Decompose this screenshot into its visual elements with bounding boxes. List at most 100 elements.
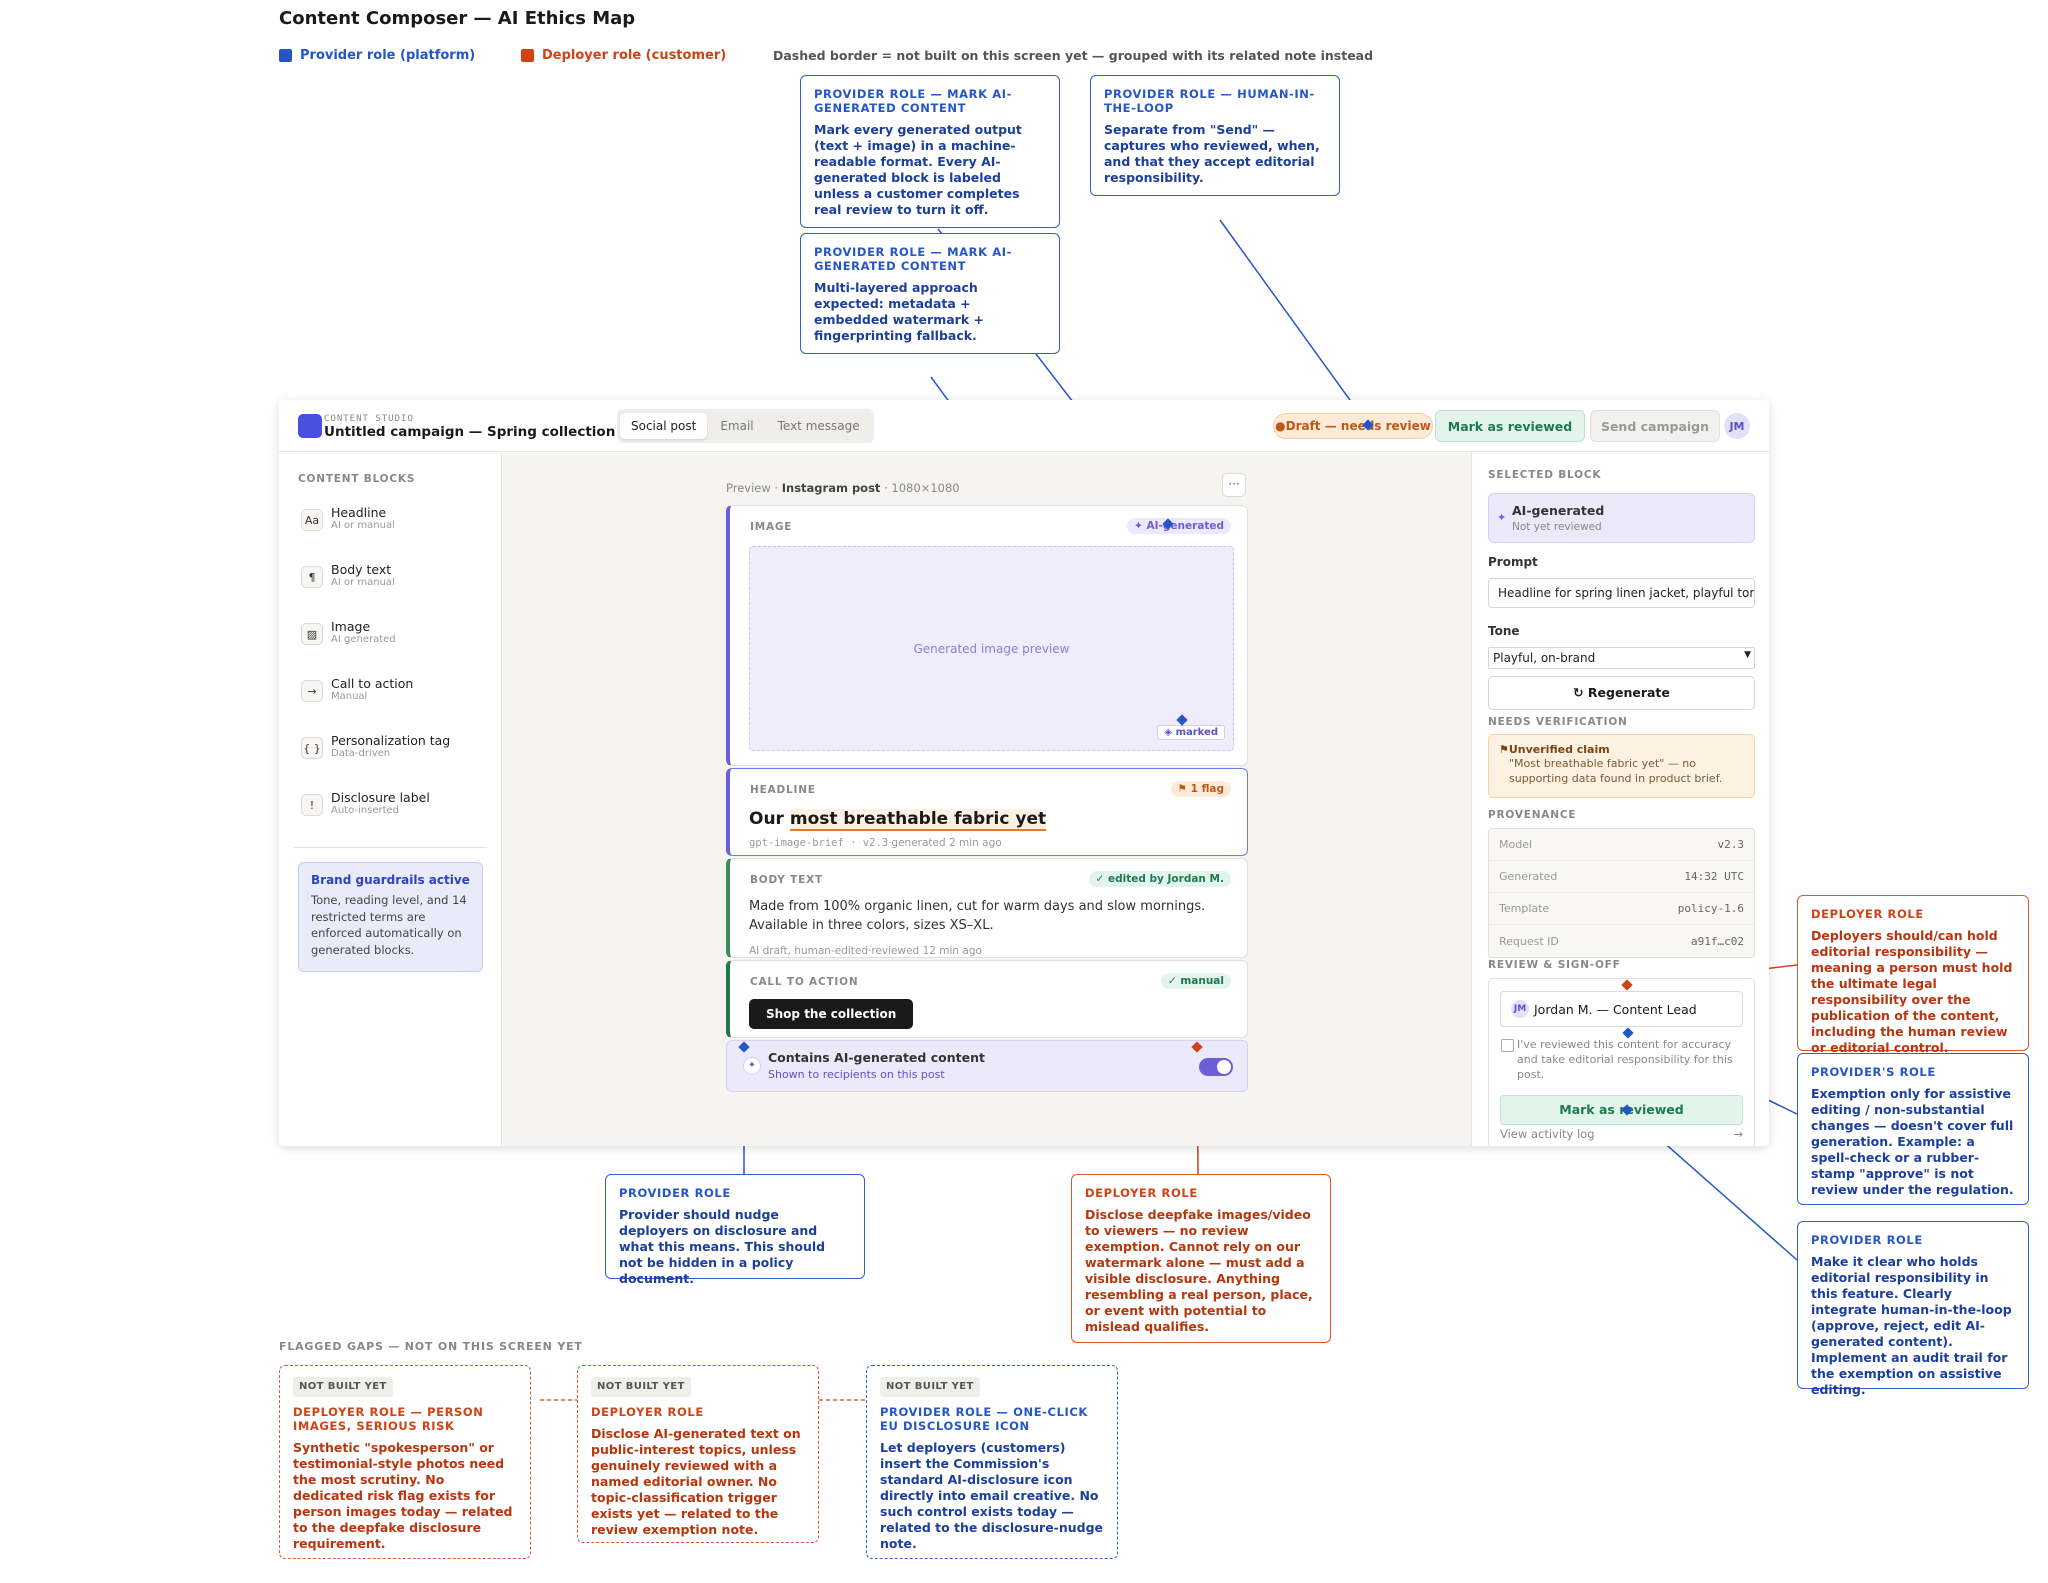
note-heading: DEPLOYER ROLE bbox=[1811, 907, 1924, 921]
shop-collection-button[interactable]: Shop the collection bbox=[749, 999, 914, 1029]
campaign-title[interactable]: Untitled campaign — Spring collection bbox=[324, 424, 616, 440]
page-title: Content Composer — AI Ethics Map bbox=[279, 8, 636, 29]
note-body: Exemption only for assistive editing / n… bbox=[1811, 1086, 2014, 1197]
activity-log-link[interactable]: View activity log→ bbox=[1500, 1127, 1743, 1141]
responsibility-checkbox-label[interactable]: I've reviewed this content for accuracy … bbox=[1517, 1038, 1733, 1081]
note-heading: PROVIDER ROLE — HUMAN-IN-THE-LOOP bbox=[1104, 87, 1315, 115]
block-sub: AI or manual bbox=[331, 520, 395, 531]
legend-deployer-label: Deployer role (customer) bbox=[542, 48, 727, 63]
headline-text[interactable]: Our most breathable fabric yet bbox=[749, 809, 1047, 831]
tab-social-post[interactable]: Social post bbox=[620, 413, 708, 439]
note-heading: PROVIDER ROLE — MARK AI-GENERATED CONTEN… bbox=[814, 245, 1012, 273]
note-body: Multi-layered approach expected: metadat… bbox=[814, 280, 984, 343]
generated-time: ·generated 2 min ago bbox=[888, 837, 1002, 849]
app-window: CONTENT STUDIO Untitled campaign — Sprin… bbox=[279, 400, 1769, 1146]
guardrails-title: Brand guardrails active bbox=[311, 873, 470, 887]
avatar[interactable]: JM bbox=[1724, 413, 1750, 439]
image-placeholder-text: Generated image preview bbox=[913, 642, 1070, 656]
image-block[interactable]: IMAGE ✦ AI-generated Generated image pre… bbox=[726, 505, 1248, 766]
disclosure-toggle[interactable] bbox=[1199, 1058, 1233, 1076]
block-label: CALL TO ACTION bbox=[750, 976, 859, 988]
top-bar: CONTENT STUDIO Untitled campaign — Sprin… bbox=[279, 400, 1769, 452]
deployer-swatch-icon bbox=[521, 49, 534, 62]
tab-text-message[interactable]: Text message bbox=[777, 419, 860, 433]
tone-value: Playful, on-brand bbox=[1493, 651, 1596, 665]
tab-email[interactable]: Email bbox=[720, 419, 754, 433]
inspector-panel: SELECTED BLOCK ✦ AI-generated Not yet re… bbox=[1471, 453, 1769, 1146]
tone-label: Tone bbox=[1488, 624, 1520, 638]
more-options-button[interactable]: ··· bbox=[1222, 473, 1246, 497]
flagged-gaps-heading: FLAGGED GAPS — NOT ON THIS SCREEN YET bbox=[279, 1340, 583, 1353]
text-icon: Aa bbox=[301, 509, 323, 531]
selected-block-heading: SELECTED BLOCK bbox=[1488, 469, 1602, 481]
note-disclosure-nudge: PROVIDER ROLE Provider should nudge depl… bbox=[605, 1174, 865, 1286]
chevron-down-icon: ▼ bbox=[1744, 650, 1751, 660]
block-sub: Manual bbox=[331, 691, 368, 702]
legend-provider: Provider role (platform) bbox=[279, 48, 475, 63]
mark-reviewed-button[interactable]: Mark as reviewed bbox=[1435, 410, 1585, 442]
disclosure-title: Contains AI-generated content bbox=[768, 1050, 985, 1065]
legend-dashed-note: Dashed border = not built on this screen… bbox=[773, 48, 1374, 63]
note-body: Disclose deepfake images/video to viewer… bbox=[1085, 1207, 1313, 1334]
studio-label: CONTENT STUDIO bbox=[324, 414, 414, 424]
legend-deployer: Deployer role (customer) bbox=[521, 48, 726, 63]
preview-caption: Preview · Instagram post · 1080×1080 bbox=[726, 481, 960, 495]
note-deployer-editorial-responsibility: DEPLOYER ROLE Deployers should/can hold … bbox=[1797, 895, 2029, 1055]
selected-status: Not yet reviewed bbox=[1512, 521, 1602, 533]
note-editorial-responsibility-feature: PROVIDER ROLE Make it clear who holds ed… bbox=[1797, 1221, 2029, 1397]
provenance-key: Model bbox=[1499, 838, 1533, 851]
generated-image-preview: Generated image preview ◈ marked bbox=[749, 546, 1234, 751]
note-mark-ai-content: PROVIDER ROLE — MARK AI-GENERATED CONTEN… bbox=[800, 75, 1060, 228]
block-title: Body text bbox=[331, 562, 392, 577]
sparkle-icon: ✦ bbox=[1497, 511, 1507, 524]
unverified-claim-card: ⚑Unverified claim "Most breathable fabri… bbox=[1488, 734, 1755, 798]
responsibility-checkbox[interactable] bbox=[1501, 1039, 1514, 1052]
note-human-in-the-loop: PROVIDER ROLE — HUMAN-IN-THE-LOOP Separa… bbox=[1090, 75, 1340, 196]
tone-select[interactable]: Playful, on-brand ▼ bbox=[1488, 647, 1755, 669]
brand-guardrails-card: Brand guardrails active Tone, reading le… bbox=[298, 862, 483, 972]
block-sub: AI or manual bbox=[331, 577, 395, 588]
panel-mark-reviewed-button[interactable]: Mark as reviewed bbox=[1500, 1095, 1743, 1125]
review-signoff-heading: REVIEW & SIGN-OFF bbox=[1488, 959, 1621, 971]
note-deepfake-disclosure: DEPLOYER ROLE Disclose deepfake images/v… bbox=[1071, 1174, 1331, 1343]
provenance-value: 14:32 UTC bbox=[1684, 870, 1744, 883]
body-text[interactable]: Made from 100% organic linen, cut for wa… bbox=[749, 899, 1206, 933]
ai-generated-badge: ✦ AI-generated bbox=[1127, 518, 1231, 534]
manual-badge: ✓ manual bbox=[1160, 973, 1231, 989]
preview-canvas: Preview · Instagram post · 1080×1080 ···… bbox=[503, 453, 1471, 1146]
note-body: Synthetic "spokesperson" or testimonial-… bbox=[293, 1440, 513, 1551]
prompt-input[interactable]: Headline for spring linen jacket, playfu… bbox=[1488, 578, 1755, 608]
gap-eu-disclosure-icon: NOT BUILT YET PROVIDER ROLE — ONE-CLICK … bbox=[866, 1365, 1118, 1559]
block-label: IMAGE bbox=[750, 521, 793, 533]
send-campaign-button[interactable]: Send campaign bbox=[1590, 410, 1720, 442]
toggle-knob bbox=[1217, 1060, 1231, 1074]
cta-block[interactable]: CALL TO ACTION ✓ manual Shop the collect… bbox=[726, 960, 1248, 1038]
flagged-claim[interactable]: most breathable fabric yet bbox=[789, 809, 1047, 831]
paragraph-icon: ¶ bbox=[301, 566, 323, 588]
not-built-tag: NOT BUILT YET bbox=[591, 1377, 691, 1397]
arrow-icon: → bbox=[301, 680, 323, 702]
selected-block-card: ✦ AI-generated Not yet reviewed bbox=[1488, 493, 1755, 543]
regenerate-button[interactable]: ↻ Regenerate bbox=[1488, 676, 1755, 710]
image-icon: ▨ bbox=[301, 623, 323, 645]
note-heading: DEPLOYER ROLE bbox=[1085, 1186, 1198, 1200]
sparkle-icon: ✦ bbox=[743, 1057, 761, 1075]
headline-block[interactable]: HEADLINE ⚑ 1 flag Our most breathable fa… bbox=[726, 768, 1248, 856]
block-sub: Data-driven bbox=[331, 748, 391, 759]
block-sub: Auto-inserted bbox=[331, 805, 400, 816]
body-text-block[interactable]: BODY TEXT ✓ edited by Jordan M. Made fro… bbox=[726, 858, 1248, 958]
gap-public-interest-text: NOT BUILT YET DEPLOYER ROLE Disclose AI-… bbox=[577, 1365, 819, 1543]
alert-icon: ! bbox=[301, 794, 323, 816]
